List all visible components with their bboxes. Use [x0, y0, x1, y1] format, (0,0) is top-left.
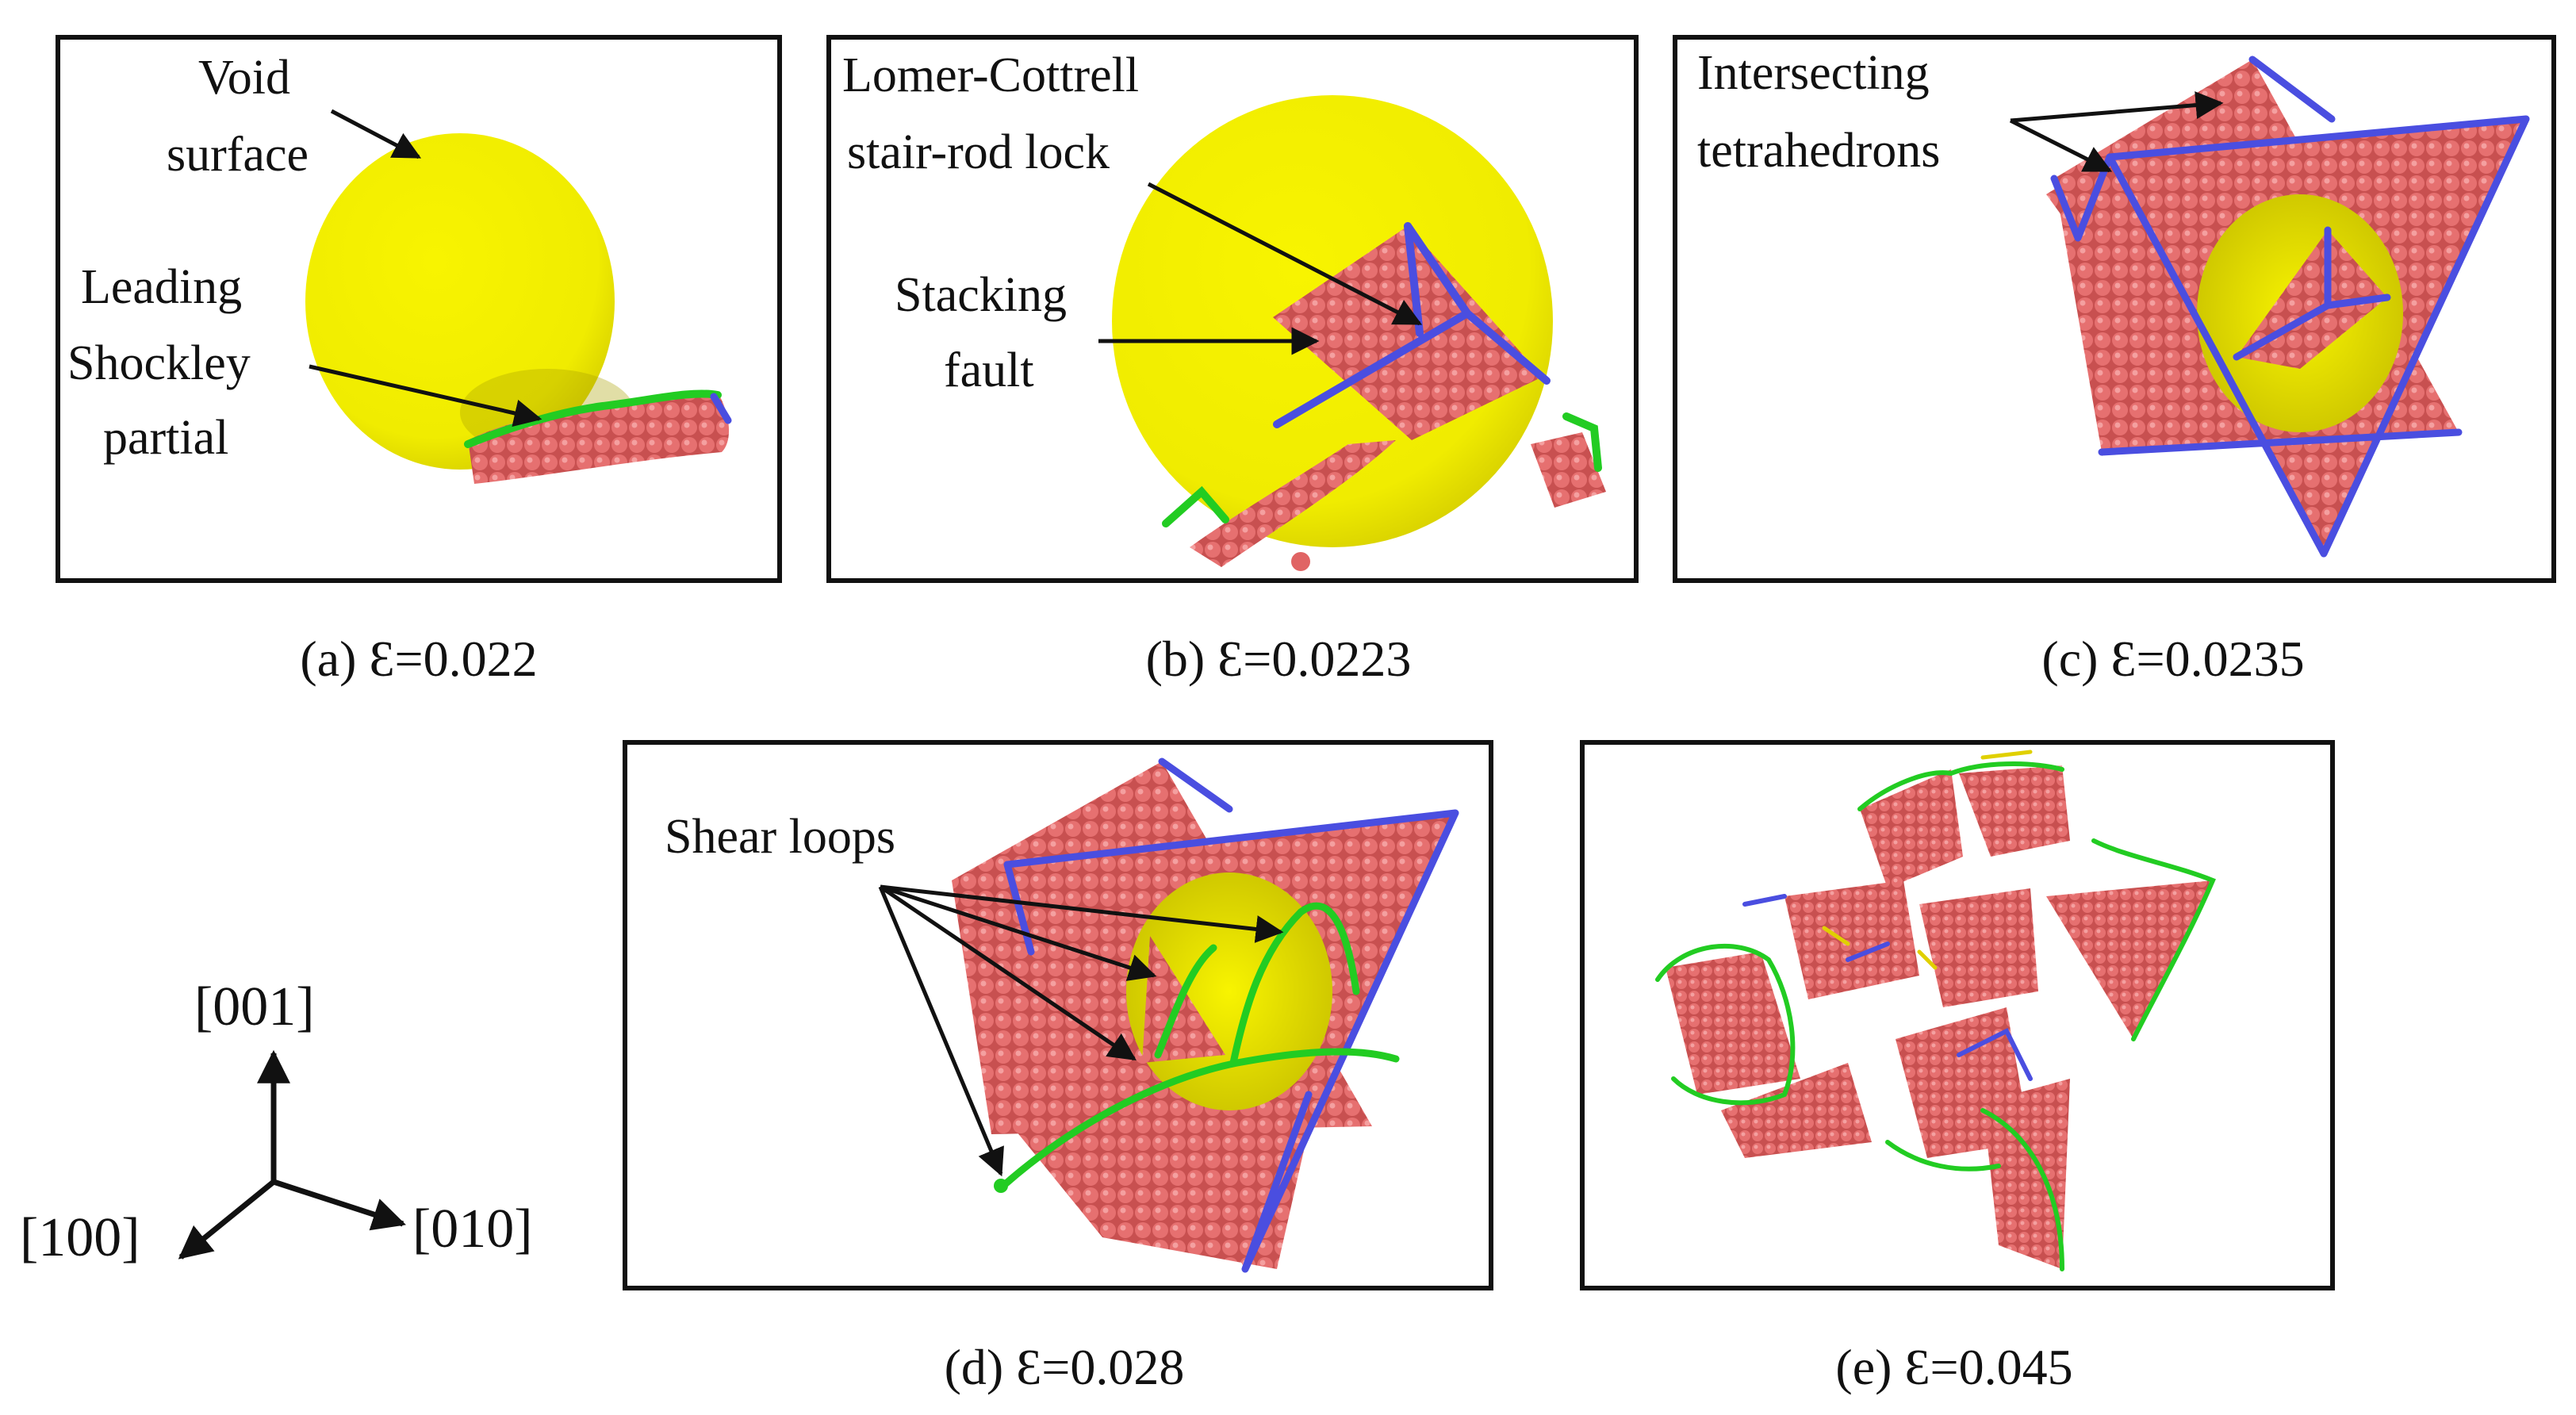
- fragment-7-e: [1983, 1079, 2070, 1269]
- axis-y-label: [010]: [412, 1198, 533, 1260]
- stacking-fault-b: [1273, 226, 1543, 440]
- intersecting-arrow-2: [2009, 118, 2113, 173]
- void-surface-label-2: surface: [167, 128, 309, 182]
- axis-x-label: [100]: [20, 1207, 140, 1268]
- leading-shockley-line-a: [464, 389, 722, 448]
- intersecting-label-1: Intersecting: [1697, 46, 1930, 100]
- tetrahedron-front-d: [999, 1095, 1317, 1269]
- panel-e-frame: [1580, 740, 2335, 1290]
- fragment-2-e: [1959, 765, 2070, 857]
- lomer-cottrell-arrow: [1147, 182, 1423, 326]
- fragment-4-e: [1666, 952, 1800, 1095]
- fragment-9-e: [1919, 888, 2038, 1007]
- fragment-3-e: [2046, 880, 2213, 1039]
- lomer-cottrell-label-2: stair-rod lock: [847, 125, 1110, 179]
- panel-d: Shear loops (d) Ɛ=0.028: [623, 740, 1493, 1395]
- void-surface-arrow: [330, 109, 422, 159]
- caption-e: (e) Ɛ=0.045: [1835, 1339, 2072, 1395]
- stacking-fault-a: [468, 393, 730, 484]
- intersecting-arrow-1: [2010, 91, 2224, 123]
- blue-segment-a: [710, 393, 732, 424]
- stair-rod-edges-d: [1003, 757, 1459, 1273]
- void-sphere-a: [305, 133, 615, 470]
- stair-rod-edges-c: [2050, 56, 2530, 558]
- shear-loop-arrow-1: [880, 884, 1284, 943]
- caption-b: (b) Ɛ=0.0223: [1146, 631, 1412, 687]
- panel-a-frame: [56, 35, 782, 583]
- shear-loops-label: Shear loops: [665, 810, 895, 864]
- shear-loop-arrow-2: [880, 884, 1157, 981]
- fragment-5-e: [1721, 1063, 1872, 1158]
- panel-b-frame: [826, 35, 1639, 583]
- stacking-fault-label-2: fault: [944, 343, 1034, 397]
- shockley-line-b: [1162, 412, 1602, 527]
- leading-shockley-label-1: Leading: [81, 260, 242, 314]
- lomer-cottrell-label-1: Lomer-Cottrell: [842, 48, 1139, 102]
- intersecting-label-2: tetrahedrons: [1697, 124, 1940, 178]
- fragment-8-e: [1784, 880, 1919, 999]
- panel-c-frame: [1673, 35, 2556, 583]
- stacking-fault-label-1: Stacking: [895, 268, 1067, 322]
- panel-b: Lomer-Cottrell stair-rod lock Stacking f…: [826, 35, 1639, 687]
- fragment-1-e: [1860, 769, 1963, 888]
- shear-loop-lines-d: [999, 902, 1400, 1190]
- axis-x-line: [178, 1179, 276, 1260]
- panel-a: Void surface Leading Shockley partial (a…: [56, 35, 782, 687]
- panel-c: Intersecting tetrahedrons (c) Ɛ=0.0235: [1673, 35, 2556, 687]
- panel-e: (e) Ɛ=0.045: [1580, 740, 2335, 1395]
- axis-z-label: [001]: [194, 976, 315, 1037]
- caption-a: (a) Ɛ=0.022: [300, 631, 537, 687]
- tetrahedron-tip-c: [2102, 389, 2197, 456]
- panel-d-frame: [623, 740, 1493, 1290]
- crystal-axes: [001] [100] [010]: [20, 976, 533, 1268]
- caption-c: (c) Ɛ=0.0235: [2041, 631, 2304, 687]
- yellow-lines-e: [1822, 750, 2033, 970]
- shear-loop-node-d: [994, 1179, 1008, 1193]
- caption-d: (d) Ɛ=0.028: [945, 1339, 1185, 1395]
- leading-shockley-arrow: [309, 364, 542, 428]
- fault-tail-b: [1190, 440, 1396, 567]
- fault-right-b: [1531, 432, 1606, 508]
- stray-atom-b: [1291, 552, 1310, 571]
- void-surface-label-1: Void: [198, 51, 290, 105]
- green-loops-e: [1655, 761, 2216, 1271]
- shear-loop-arrow-4: [878, 886, 1004, 1177]
- leading-shockley-label-2: Shockley: [67, 336, 251, 390]
- leading-shockley-label-3: partial: [103, 411, 228, 465]
- axis-y-line: [272, 1179, 406, 1231]
- blue-lines-e: [1742, 894, 2033, 1081]
- shear-loop-arrow-3: [879, 884, 1137, 1061]
